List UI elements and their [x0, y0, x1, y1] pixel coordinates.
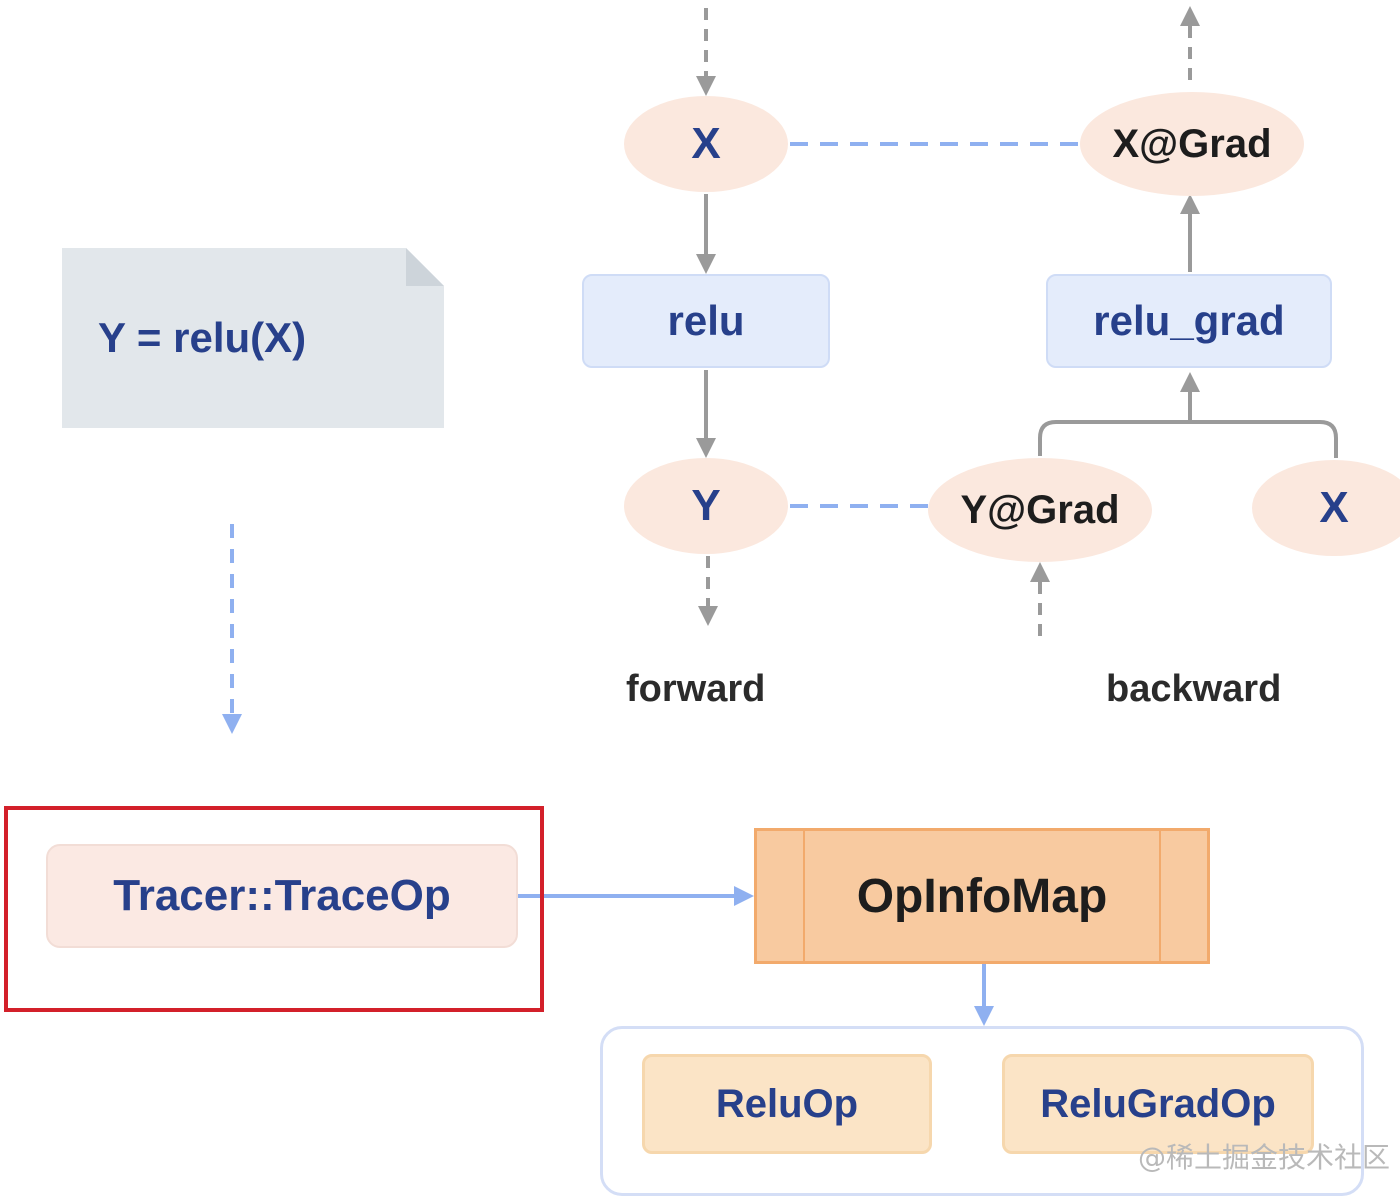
tracer-highlight-box	[4, 806, 544, 1012]
relu-grad-op-kernel: ReluGradOp	[1002, 1054, 1314, 1154]
watermark-text: @稀土掘金技术社区	[1137, 1141, 1390, 1174]
relu-grad-op-node: relu_grad	[1046, 274, 1332, 368]
x-grad-node: X@Grad	[1080, 92, 1304, 196]
expression-text: Y = relu(X)	[98, 314, 307, 361]
opinfomap-node: OpInfoMap	[754, 828, 1210, 964]
relu-op-node: relu	[582, 274, 830, 368]
forward-y-node: Y	[624, 458, 788, 554]
opinfomap-right-bar	[1159, 831, 1161, 961]
forward-label: forward	[626, 668, 766, 710]
forward-x-node: X	[624, 96, 788, 192]
expression-note: Y = relu(X)	[62, 248, 444, 428]
backward-x-node: X	[1252, 460, 1400, 556]
tracer-traceop-node: Tracer::TraceOp	[46, 844, 518, 948]
relu-op-kernel: ReluOp	[642, 1054, 932, 1154]
backward-label: backward	[1106, 668, 1282, 710]
y-grad-node: Y@Grad	[928, 458, 1152, 562]
edge-inputs-to-relugrad	[1038, 376, 1338, 458]
opinfomap-left-bar	[803, 831, 805, 961]
